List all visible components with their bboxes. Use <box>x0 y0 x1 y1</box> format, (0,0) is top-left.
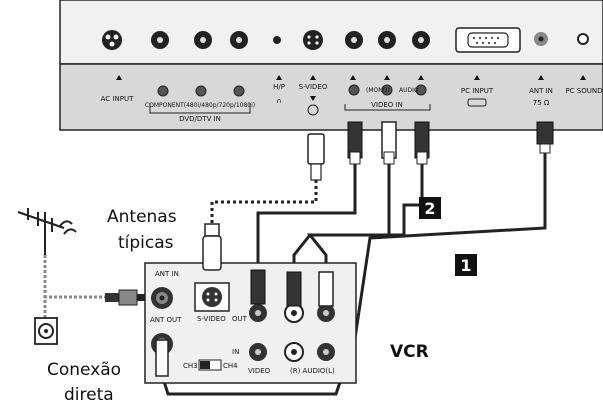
audio-label: AUDIO <box>399 87 419 94</box>
vcr-s-video-label: S-VIDEO <box>197 315 226 323</box>
vcr-audio-rl-label: (R) AUDIO(L) <box>290 367 335 375</box>
vcr-channel-switch <box>198 359 222 371</box>
s-video-dotted-cable <box>210 180 318 224</box>
ac-input-label: AC INPUT <box>101 95 134 103</box>
headphone-jack <box>273 36 281 44</box>
headphone-icon: ∩ <box>276 97 281 105</box>
audio-cable-left <box>292 162 391 272</box>
s-video-symbol-icon <box>307 104 319 116</box>
vcr-ant-out-label: ANT OUT <box>150 316 182 324</box>
vcr-label: VCR <box>390 342 429 362</box>
vcr-in-label: IN <box>232 348 239 356</box>
vcr-out-label: OUT <box>232 315 248 323</box>
vcr-side-plugs <box>202 223 334 307</box>
step-badge-2: 2 <box>419 197 441 219</box>
vcr-ant-in-jack <box>151 287 173 309</box>
ant-ohm-label: 75 Ω <box>533 99 550 107</box>
antenas-label-line1: Antenas <box>107 207 177 227</box>
s-video-label: S-VIDEO <box>299 83 328 91</box>
wall-outlet-icon <box>34 317 58 345</box>
pc-sound-label: PC SOUND <box>565 87 602 95</box>
ant-in-jack <box>534 32 548 46</box>
ac-input-jack <box>102 30 122 50</box>
pc-input-port <box>455 27 521 53</box>
ant-in-label: ANT IN <box>529 87 553 95</box>
conexao-label-line1: Conexão <box>47 360 121 380</box>
vcr-ch3-label: CH3 <box>183 362 198 370</box>
component-jacks <box>151 31 248 49</box>
tv-side-plugs <box>307 121 554 181</box>
s-video-down-arrow <box>310 96 316 101</box>
rf-plug-ant-in <box>105 289 145 306</box>
antenas-label-line2: típicas <box>118 233 174 253</box>
video-cable <box>256 162 357 270</box>
vcr-ch4-label: CH4 <box>223 362 238 370</box>
antenna-icon <box>17 208 77 255</box>
component-label: COMPONENT(480i/480p/720p/1080i) <box>145 102 255 109</box>
step-badge-1: 1 <box>455 254 477 276</box>
pc-input-mini-icon <box>467 98 487 107</box>
vcr-s-video-jack <box>194 282 230 312</box>
svg-text:1: 1 <box>460 256 471 275</box>
direct-connection-cable <box>43 295 105 318</box>
tv-panel-small-jacks <box>157 84 427 97</box>
dvd-dtv-bracket <box>149 103 431 114</box>
video-in-label: VIDEO IN <box>371 101 403 109</box>
video-in-jacks <box>345 31 430 49</box>
mono-label: (MONO) <box>366 87 390 94</box>
tv-back-panel: AC INPUT COMPONENT(480i/480p/720p/1080i)… <box>59 0 603 131</box>
vcr-ant-in-label: ANT IN <box>155 270 179 278</box>
tv-panel-arrows <box>116 75 586 80</box>
vcr-video-label: VIDEO <box>248 367 271 375</box>
vcr-in-jacks <box>249 342 335 362</box>
s-video-jack <box>303 30 323 50</box>
pc-sound-jack <box>577 33 589 45</box>
hp-label: H/P <box>273 83 285 91</box>
dvd-dtv-in-label: DVD/DTV IN <box>179 115 221 123</box>
vcr-ant-out-jack <box>151 333 173 377</box>
pc-input-label: PC INPUT <box>461 87 494 95</box>
conexao-label-line2: direta <box>64 385 114 405</box>
svg-text:2: 2 <box>424 199 435 218</box>
